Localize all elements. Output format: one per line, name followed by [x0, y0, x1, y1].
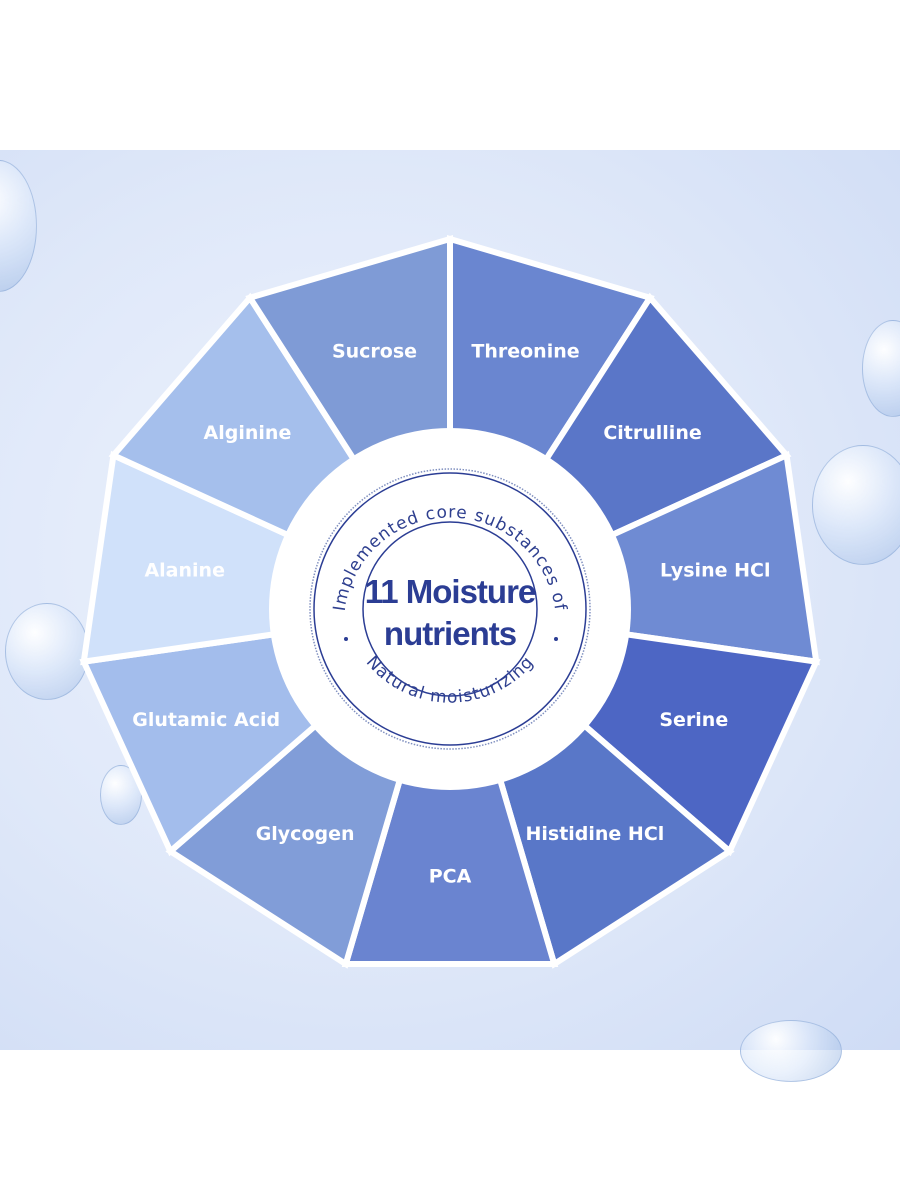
dot-left — [344, 637, 348, 641]
outer-ring — [313, 472, 587, 746]
segment-label: Glutamic Acid — [132, 709, 280, 731]
segment-label: Lysine HCl — [660, 559, 770, 581]
center-disc — [269, 428, 631, 790]
bubble-decoration — [812, 445, 900, 565]
center-title-line1: 11 Moisture — [365, 573, 536, 610]
segment-label: Alginine — [204, 422, 292, 444]
segment-label: Histidine HCl — [525, 823, 664, 845]
segment-label: PCA — [429, 866, 472, 888]
segment-label: Serine — [659, 709, 728, 731]
dotted-ring — [309, 468, 591, 750]
segment-label: Threonine — [471, 340, 579, 362]
dot-right — [554, 637, 558, 641]
segment-label: Alanine — [144, 559, 225, 581]
segment-label: Sucrose — [332, 340, 417, 362]
bubble-decoration — [740, 1020, 842, 1082]
segment-label: Citrulline — [603, 422, 701, 444]
bubble-decoration — [5, 603, 89, 700]
inner-ring — [362, 521, 538, 697]
segment-label: Glycogen — [256, 823, 355, 845]
center-title-line2: nutrients — [384, 615, 516, 652]
